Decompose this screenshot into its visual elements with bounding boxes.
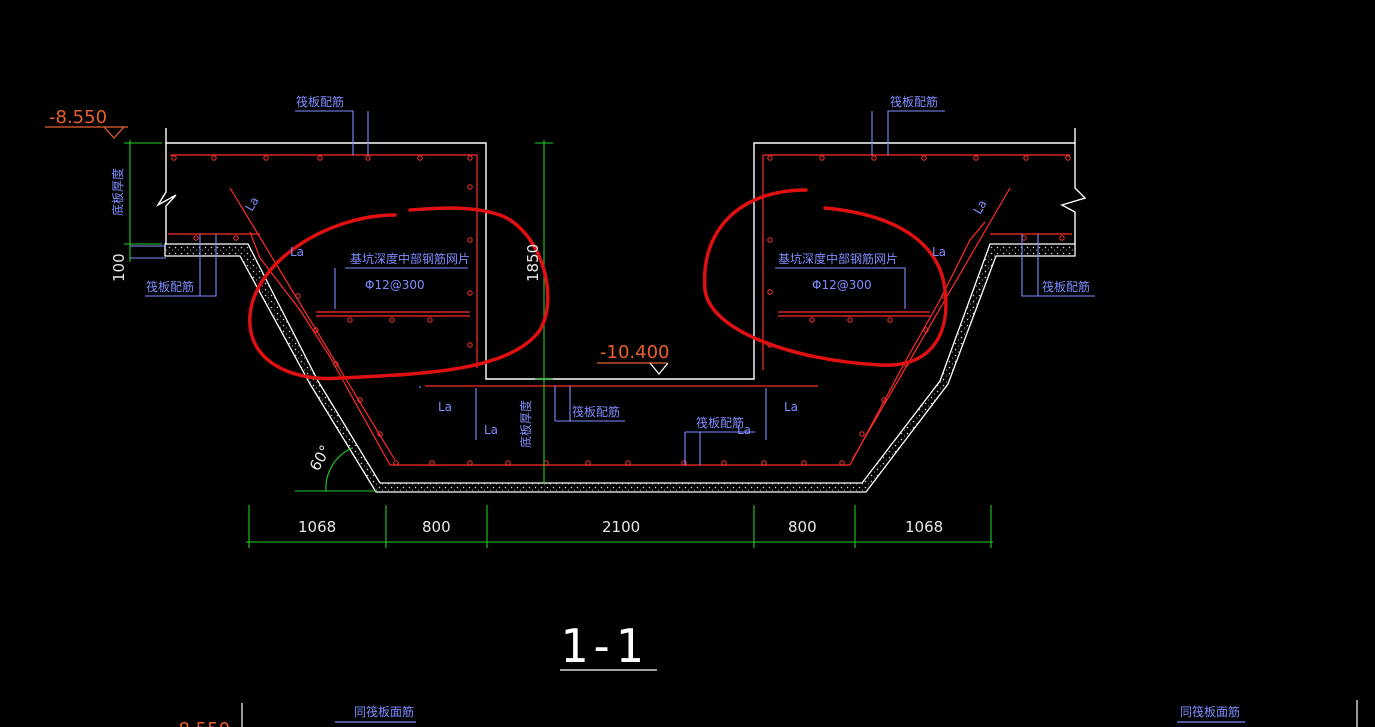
dim-100: 100 bbox=[110, 253, 128, 282]
highlight-circles bbox=[248, 188, 948, 381]
raft-rebar-label-top-left: 筏板配筋 bbox=[296, 94, 344, 109]
rebar-lines bbox=[168, 154, 1072, 466]
la-label-5: La bbox=[438, 400, 452, 414]
raft-rebar-label-bottom-2: 筏板配筋 bbox=[696, 415, 744, 430]
mesh-spec-left: Φ12@300 bbox=[365, 278, 425, 292]
raft-rebar-label-top-right: 筏板配筋 bbox=[890, 94, 938, 109]
elevation-pit-bottom: -10.400 bbox=[600, 342, 669, 363]
highlight-right bbox=[702, 188, 948, 367]
highlight-left bbox=[248, 206, 550, 381]
dimension-lines bbox=[124, 140, 993, 548]
gravel-cushion bbox=[164, 243, 1076, 493]
pit-mesh-label-right: 基坑深度中部钢筋网片 bbox=[778, 251, 898, 266]
pit-mesh-label-left: 基坑深度中部钢筋网片 bbox=[350, 251, 470, 266]
concrete-outline bbox=[156, 128, 1087, 380]
leader-lines bbox=[130, 110, 1095, 465]
dim-label-3: 2100 bbox=[602, 518, 640, 536]
same-raft-top-left: 同筏板面筋 bbox=[354, 704, 414, 719]
la-label-1: La bbox=[242, 194, 261, 213]
dim-label-4: 800 bbox=[788, 518, 817, 536]
bottom-lines bbox=[241, 669, 1358, 727]
mesh-spec-right: Φ12@300 bbox=[812, 278, 872, 292]
elevation-top-left: -8.550 bbox=[49, 107, 107, 128]
text-labels: -8.550 -10.400 -8.550 筏板配筋 筏板配筋 筏板配筋 筏板配… bbox=[49, 94, 1240, 727]
la-label-8: La bbox=[737, 423, 751, 437]
dim-1850: 1850 bbox=[524, 244, 542, 282]
la-label-6: La bbox=[484, 423, 498, 437]
elevation-bottom-left: -8.550 bbox=[172, 719, 230, 727]
raft-rebar-label-right: 筏板配筋 bbox=[1042, 279, 1090, 294]
section-title: 1-1 bbox=[560, 619, 643, 673]
la-label-3: La bbox=[970, 197, 989, 216]
dim-label-5: 1068 bbox=[905, 518, 943, 536]
dim-label-2: 800 bbox=[422, 518, 451, 536]
raft-rebar-label-left: 筏板配筋 bbox=[146, 279, 194, 294]
la-label-4: La bbox=[932, 245, 946, 259]
raft-thickness-left: 底板厚度 bbox=[110, 168, 125, 216]
same-raft-top-right: 同筏板面筋 bbox=[1180, 704, 1240, 719]
rebar-dots bbox=[171, 155, 1071, 466]
raft-thickness-center: 底板厚度 bbox=[518, 400, 533, 448]
raft-rebar-label-bottom-1: 筏板配筋 bbox=[572, 404, 620, 419]
elevation-markers bbox=[45, 126, 669, 375]
dim-label-1: 1068 bbox=[298, 518, 336, 536]
la-label-7: La bbox=[784, 400, 798, 414]
la-label-2: La bbox=[290, 245, 304, 259]
